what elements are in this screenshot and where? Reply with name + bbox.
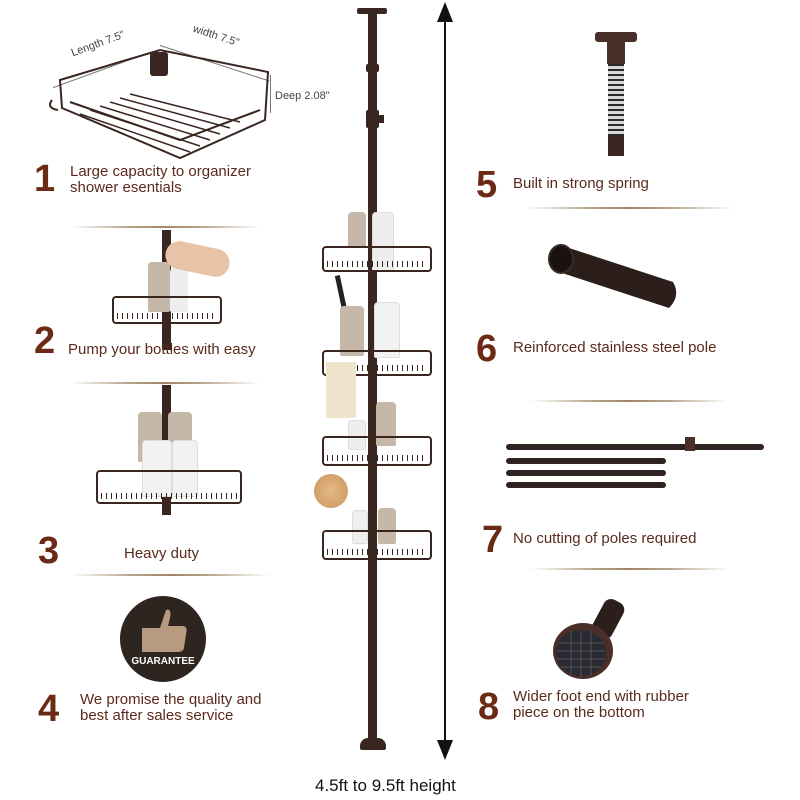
tension-pole (368, 12, 377, 747)
divider (70, 226, 260, 228)
caption-line: shower esentials (70, 179, 182, 196)
long-pole (506, 444, 764, 450)
height-label: 4.5ft to 9.5ft height (315, 776, 456, 795)
basket-shelf (112, 296, 222, 324)
bottle-icon (374, 302, 400, 358)
divider (525, 207, 735, 209)
feature-number: 3 (38, 530, 60, 572)
bottle-icon (142, 440, 172, 497)
feature-number: 2 (34, 320, 56, 362)
feature-caption: Large capacity to organizer shower esent… (70, 164, 251, 196)
rubber-foot-icon (553, 598, 625, 679)
feature-caption: No cutting of poles required (513, 530, 697, 547)
pole-lock-icon (685, 437, 695, 451)
bottle-icon (348, 212, 366, 248)
bottle-icon (172, 440, 198, 497)
bottle-icon (170, 268, 188, 312)
towel-icon (326, 362, 356, 418)
loofah-icon (314, 474, 348, 508)
shelf-1 (322, 246, 432, 272)
guarantee-label: GUARANTEE (131, 656, 195, 667)
caption-line: Wider foot end with rubber (513, 688, 689, 705)
arrow-down-icon (437, 740, 453, 760)
feature-number: 1 (34, 158, 56, 200)
feature-number: 4 (38, 688, 60, 730)
bottle-icon (376, 402, 396, 446)
feature-caption: Wider foot end with rubber piece on the … (513, 689, 689, 721)
divider (70, 382, 260, 384)
basket-shelf (96, 470, 242, 504)
basket-icon (49, 48, 270, 160)
lock-knob-icon (379, 115, 384, 123)
spring-collar (607, 40, 625, 64)
caption-line: best after sales service (80, 707, 234, 724)
deep-dimension-label: Deep 2.08" (275, 90, 330, 102)
feature-caption: Built in strong spring (513, 175, 649, 192)
pole-segment (506, 482, 666, 488)
spring-cap (595, 32, 637, 42)
caption-line: Large capacity to organizer (70, 163, 251, 180)
divider (530, 568, 730, 570)
caption-line: piece on the bottom (513, 704, 645, 721)
arrow-up-icon (437, 2, 453, 22)
feature-caption: Heavy duty (124, 545, 200, 562)
divider (70, 574, 270, 576)
arrow-line (444, 20, 446, 740)
thumbs-up-icon (142, 609, 187, 652)
feature-number: 8 (478, 686, 500, 728)
pole-segment (506, 470, 666, 476)
pole-joint (366, 64, 379, 72)
divider (530, 400, 730, 402)
feature-caption: Pump your bottles with easy (68, 341, 256, 358)
feature-number: 7 (482, 519, 504, 561)
pole-lock (366, 110, 379, 128)
guarantee-badge: GUARANTEE (120, 596, 206, 682)
top-cap (357, 8, 387, 14)
shelf-3 (322, 436, 432, 466)
bottle-icon (348, 420, 366, 450)
shelf-2 (322, 350, 432, 376)
spring-bottom (608, 136, 624, 156)
steel-tube-icon (548, 244, 677, 308)
spring-icon (608, 64, 624, 136)
bottle-icon (378, 508, 396, 544)
feature-number: 6 (476, 328, 498, 370)
feature-caption: Reinforced stainless steel pole (513, 339, 717, 356)
feature-caption: We promise the quality and best after sa… (80, 692, 262, 724)
deep-dimension-line (270, 75, 271, 113)
feature-number: 5 (476, 164, 498, 206)
bottle-icon (340, 306, 364, 356)
shelf-4 (322, 530, 432, 560)
foot-base (360, 738, 386, 750)
bottle-icon (352, 510, 368, 544)
caption-line: We promise the quality and (80, 691, 262, 708)
pole-segment (506, 458, 666, 464)
bottle-icon (148, 262, 170, 312)
